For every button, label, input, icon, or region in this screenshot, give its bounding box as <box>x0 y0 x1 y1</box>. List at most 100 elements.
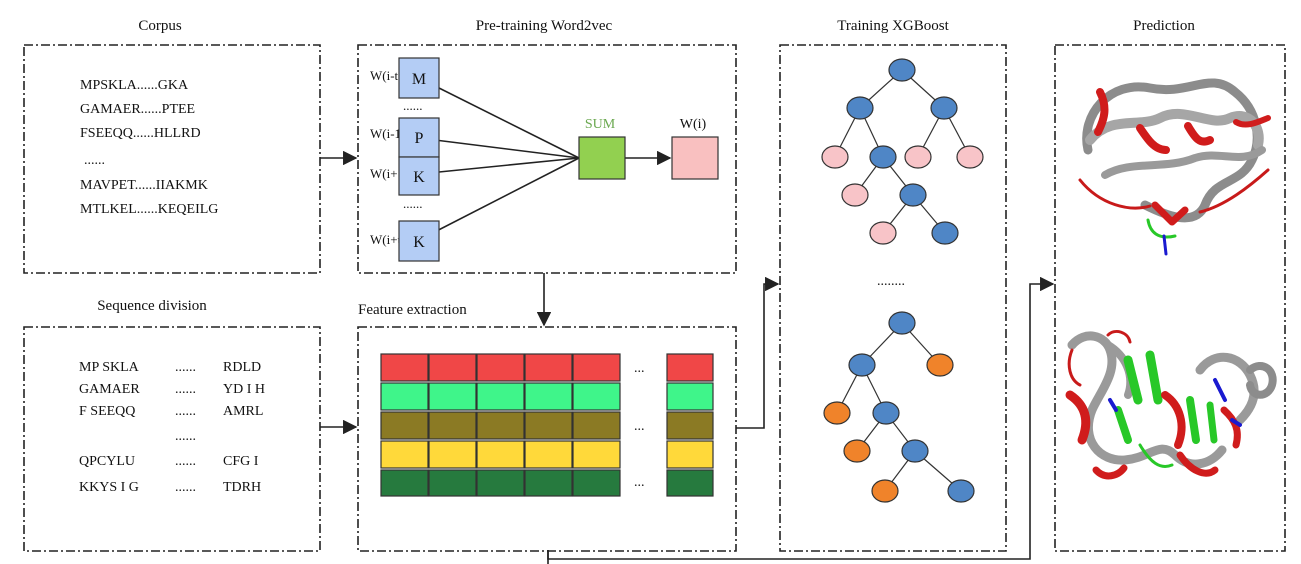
tree-node <box>930 96 958 120</box>
feature-cell <box>428 440 477 469</box>
sum-label: SUM <box>585 117 616 132</box>
feature-cell <box>524 469 573 497</box>
feature-cell <box>572 353 621 382</box>
edge <box>418 157 580 175</box>
feature-cell <box>666 411 714 440</box>
xgboost-title: Training XGBoost <box>837 18 949 34</box>
tree-node <box>888 58 916 82</box>
tree-node <box>901 439 929 463</box>
division-dots: ...... <box>175 480 196 495</box>
division-dots: ...... <box>175 429 196 444</box>
feature-cell <box>524 382 573 411</box>
input-word-box <box>398 220 440 262</box>
tree-leaf <box>926 353 954 377</box>
corpus-line: FSEEQQ......HLLRD <box>80 126 201 141</box>
feature-cell <box>380 411 429 440</box>
input-ellipsis: ...... <box>403 196 423 211</box>
prediction-title: Prediction <box>1133 18 1195 34</box>
output-label: W(i) <box>680 117 707 132</box>
tree-leaf <box>823 401 851 425</box>
feature-ellipsis: ... <box>634 361 645 376</box>
prediction-box <box>1054 44 1286 552</box>
feature-cell <box>428 382 477 411</box>
tree-leaf <box>869 221 897 245</box>
word2vec-network: W(i-t) M ...... W(i-1) P W(i+1) K ......… <box>370 57 719 262</box>
feature-extraction-box <box>357 326 737 552</box>
trees-ellipsis: ........ <box>877 274 905 289</box>
feature-cell <box>666 469 714 497</box>
division-dots: ...... <box>175 454 196 469</box>
corpus-line: MAVPET......IIAKMK <box>80 178 208 193</box>
feature-cell <box>380 440 429 469</box>
corpus-line: MTLKEL......KEQEILG <box>80 202 218 217</box>
feature-cell <box>380 353 429 382</box>
feature-ellipsis: ... <box>634 475 645 490</box>
corpus-line: MPSKLA......GKA <box>80 78 189 93</box>
division-right: AMRL <box>223 404 263 419</box>
tree-leaf <box>821 145 849 169</box>
tree-node <box>846 96 874 120</box>
features-to-prediction-arrow <box>547 276 1055 560</box>
input-letter: P <box>415 130 424 147</box>
division-left: KKYS I G <box>79 480 139 495</box>
tree-node <box>888 311 916 335</box>
features-to-xgboost-arrow <box>736 276 780 429</box>
pretraining-title: Pre-training Word2vec <box>476 18 613 34</box>
feature-cell <box>476 469 525 497</box>
division-dots: ...... <box>175 360 196 375</box>
division-dots: ...... <box>175 404 196 419</box>
protein-structure-bottom <box>1065 330 1277 480</box>
feature-cell <box>428 411 477 440</box>
input-word-box <box>398 117 440 158</box>
sum-box <box>578 136 626 180</box>
corpus-line: GAMAER......PTEE <box>80 102 195 117</box>
xgboost-box <box>779 44 1007 552</box>
xgboost-tree <box>823 311 975 503</box>
edge <box>418 157 580 241</box>
tree-node <box>869 145 897 169</box>
edge <box>418 77 580 159</box>
tree-node <box>848 353 876 377</box>
corpus-sequences: MPSKLA......GKA GAMAER......PTEE FSEEQQ.… <box>80 78 218 217</box>
tree-node <box>947 479 975 503</box>
feature-cell <box>476 353 525 382</box>
feature-cell <box>572 440 621 469</box>
pretraining-box <box>357 44 737 274</box>
feature-extraction-title: Feature extraction <box>358 302 467 318</box>
division-right: TDRH <box>223 480 261 495</box>
division-right: YD I H <box>223 382 265 397</box>
feature-cell <box>524 353 573 382</box>
feature-matrix <box>380 353 714 497</box>
feature-cell <box>476 440 525 469</box>
feature-cell <box>572 469 621 497</box>
division-right: RDLD <box>223 360 261 375</box>
tree-node <box>931 221 959 245</box>
edge <box>418 137 580 159</box>
feature-cell <box>428 353 477 382</box>
tree-node <box>872 401 900 425</box>
feature-cell <box>428 469 477 497</box>
feature-ellipsis: ... <box>634 419 645 434</box>
input-label: W(i+t) <box>370 232 405 247</box>
feature-cell <box>380 382 429 411</box>
corpus-line: ...... <box>84 153 105 168</box>
feature-cell <box>666 382 714 411</box>
input-ellipsis: ...... <box>403 98 423 113</box>
input-letter: K <box>413 234 425 251</box>
feature-cell <box>666 353 714 382</box>
division-sequences: MP SKLA ...... RDLD GAMAER ...... YD I H… <box>79 360 265 495</box>
division-dots: ...... <box>175 382 196 397</box>
feature-cell <box>572 411 621 440</box>
feature-cell <box>572 382 621 411</box>
division-left: QPCYLU <box>79 454 135 469</box>
input-label: W(i-t) <box>370 68 402 83</box>
protein-structure-top <box>1078 78 1271 256</box>
input-letter: K <box>413 169 425 186</box>
sequence-division-title: Sequence division <box>97 298 207 314</box>
feature-cell <box>524 411 573 440</box>
input-word-box <box>398 156 440 196</box>
input-letter: M <box>412 71 426 88</box>
feature-cell <box>666 440 714 469</box>
division-right: CFG I <box>223 454 259 469</box>
